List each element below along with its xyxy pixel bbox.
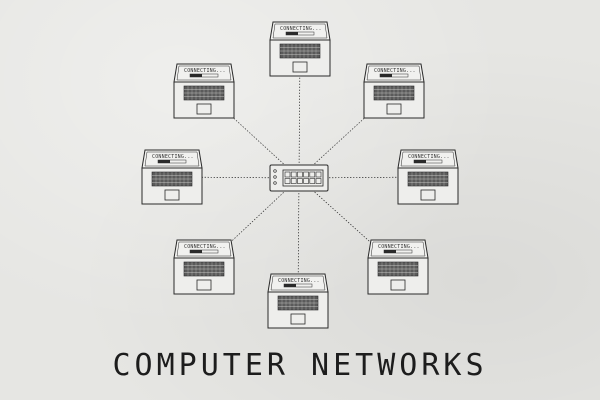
switch-led	[273, 175, 277, 179]
connection-line-upper-right	[298, 90, 395, 179]
laptop-left: CONNECTING...	[141, 149, 203, 205]
laptop-screen-text: CONNECTING...	[280, 26, 322, 32]
laptop-trackpad	[390, 279, 406, 291]
laptop-screen-inner	[176, 241, 232, 257]
switch-port	[315, 171, 322, 178]
switch-port	[297, 178, 303, 184]
switch-port	[309, 178, 316, 184]
screen-progress-fill	[380, 74, 392, 77]
switch-port	[297, 171, 303, 178]
switch-port-panel	[282, 169, 324, 187]
switch-led	[273, 181, 277, 185]
laptop-screen-inner	[366, 65, 422, 81]
laptop-screen-text: CONNECTING...	[278, 278, 320, 284]
laptop-trackpad	[290, 313, 306, 325]
laptop-screen-text: CONNECTING...	[152, 154, 194, 160]
laptop-top: CONNECTING...	[269, 21, 331, 77]
switch-led	[273, 169, 277, 173]
laptop-trackpad	[196, 103, 212, 115]
laptop-upper-right: CONNECTING...	[363, 63, 425, 119]
switch-port	[284, 178, 291, 184]
laptop-screen-inner	[144, 151, 200, 167]
laptop-upper-left: CONNECTING...	[173, 63, 235, 119]
connection-line-upper-left	[203, 90, 300, 179]
switch-port	[290, 171, 297, 178]
laptop-trackpad	[164, 189, 180, 201]
switch-port	[303, 178, 309, 184]
laptop-trackpad	[386, 103, 402, 115]
switch-port	[284, 171, 291, 178]
laptop-screen-text: CONNECTING...	[374, 68, 416, 74]
screen-progress-fill	[190, 74, 202, 77]
laptop-screen-text: CONNECTING...	[378, 244, 420, 250]
screen-progress-fill	[158, 160, 170, 163]
switch-port	[309, 171, 316, 178]
laptop-screen-text: CONNECTING...	[184, 244, 226, 250]
switch-body	[269, 164, 329, 192]
caption-title: COMPUTER NETWORKS	[112, 348, 488, 383]
laptop-screen-text: CONNECTING...	[184, 68, 226, 74]
laptop-screen-inner	[270, 275, 326, 291]
screen-progress-fill	[414, 160, 426, 163]
connection-line-top	[298, 48, 301, 179]
laptop-bottom: CONNECTING...	[267, 273, 329, 329]
laptop-trackpad	[196, 279, 212, 291]
switch-port	[290, 178, 297, 184]
connection-line-lower-right	[298, 177, 399, 268]
switch-port	[315, 178, 322, 184]
laptop-screen-text: CONNECTING...	[408, 154, 450, 160]
laptop-lower-right: CONNECTING...	[367, 239, 429, 295]
laptop-screen-inner	[272, 23, 328, 39]
laptop-screen-inner	[400, 151, 456, 167]
screen-progress-fill	[286, 32, 298, 35]
laptop-screen-inner	[176, 65, 232, 81]
laptop-screen-inner	[370, 241, 426, 257]
laptop-trackpad	[292, 61, 308, 73]
laptop-lower-left: CONNECTING...	[173, 239, 235, 295]
switch-port	[303, 171, 309, 178]
screen-progress-fill	[190, 250, 202, 253]
laptops-group: CONNECTING... CONNECTING... CONNECTING... C…	[141, 21, 459, 329]
network-switch	[269, 164, 329, 192]
screen-progress-fill	[384, 250, 396, 253]
laptop-right: CONNECTING...	[397, 149, 459, 205]
screen-progress-fill	[284, 284, 296, 287]
laptop-trackpad	[420, 189, 436, 201]
